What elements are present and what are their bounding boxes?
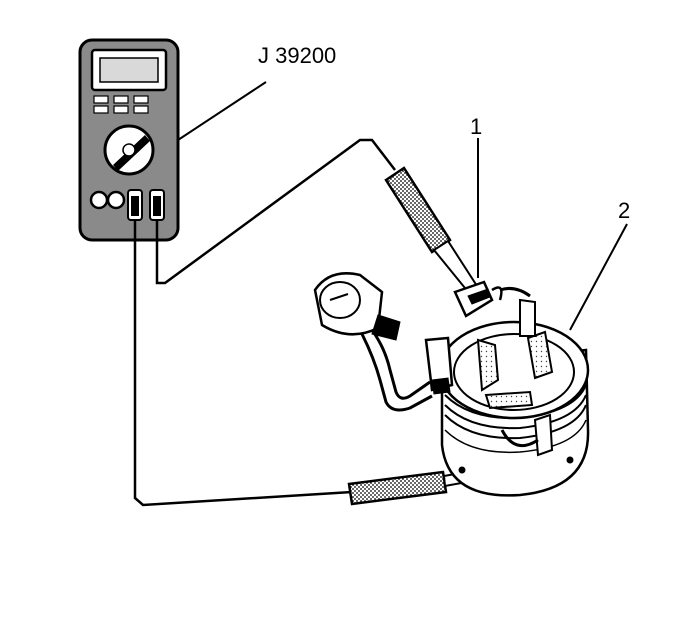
- test-lead-red: [155, 138, 396, 285]
- stator-winding-icon: [424, 280, 590, 497]
- bearing-housing: [313, 272, 433, 412]
- multimeter-buttons: [93, 95, 149, 114]
- multimeter-jacks: [89, 189, 165, 221]
- callout-2-label: 2: [618, 198, 630, 223]
- tool-label: J 39200: [258, 43, 336, 68]
- multimeter-icon: [78, 38, 180, 242]
- probe-icon: [384, 166, 488, 306]
- test-lead-black: [133, 220, 353, 507]
- callout-1-label: 1: [470, 114, 482, 139]
- callout-leaders: [177, 81, 628, 331]
